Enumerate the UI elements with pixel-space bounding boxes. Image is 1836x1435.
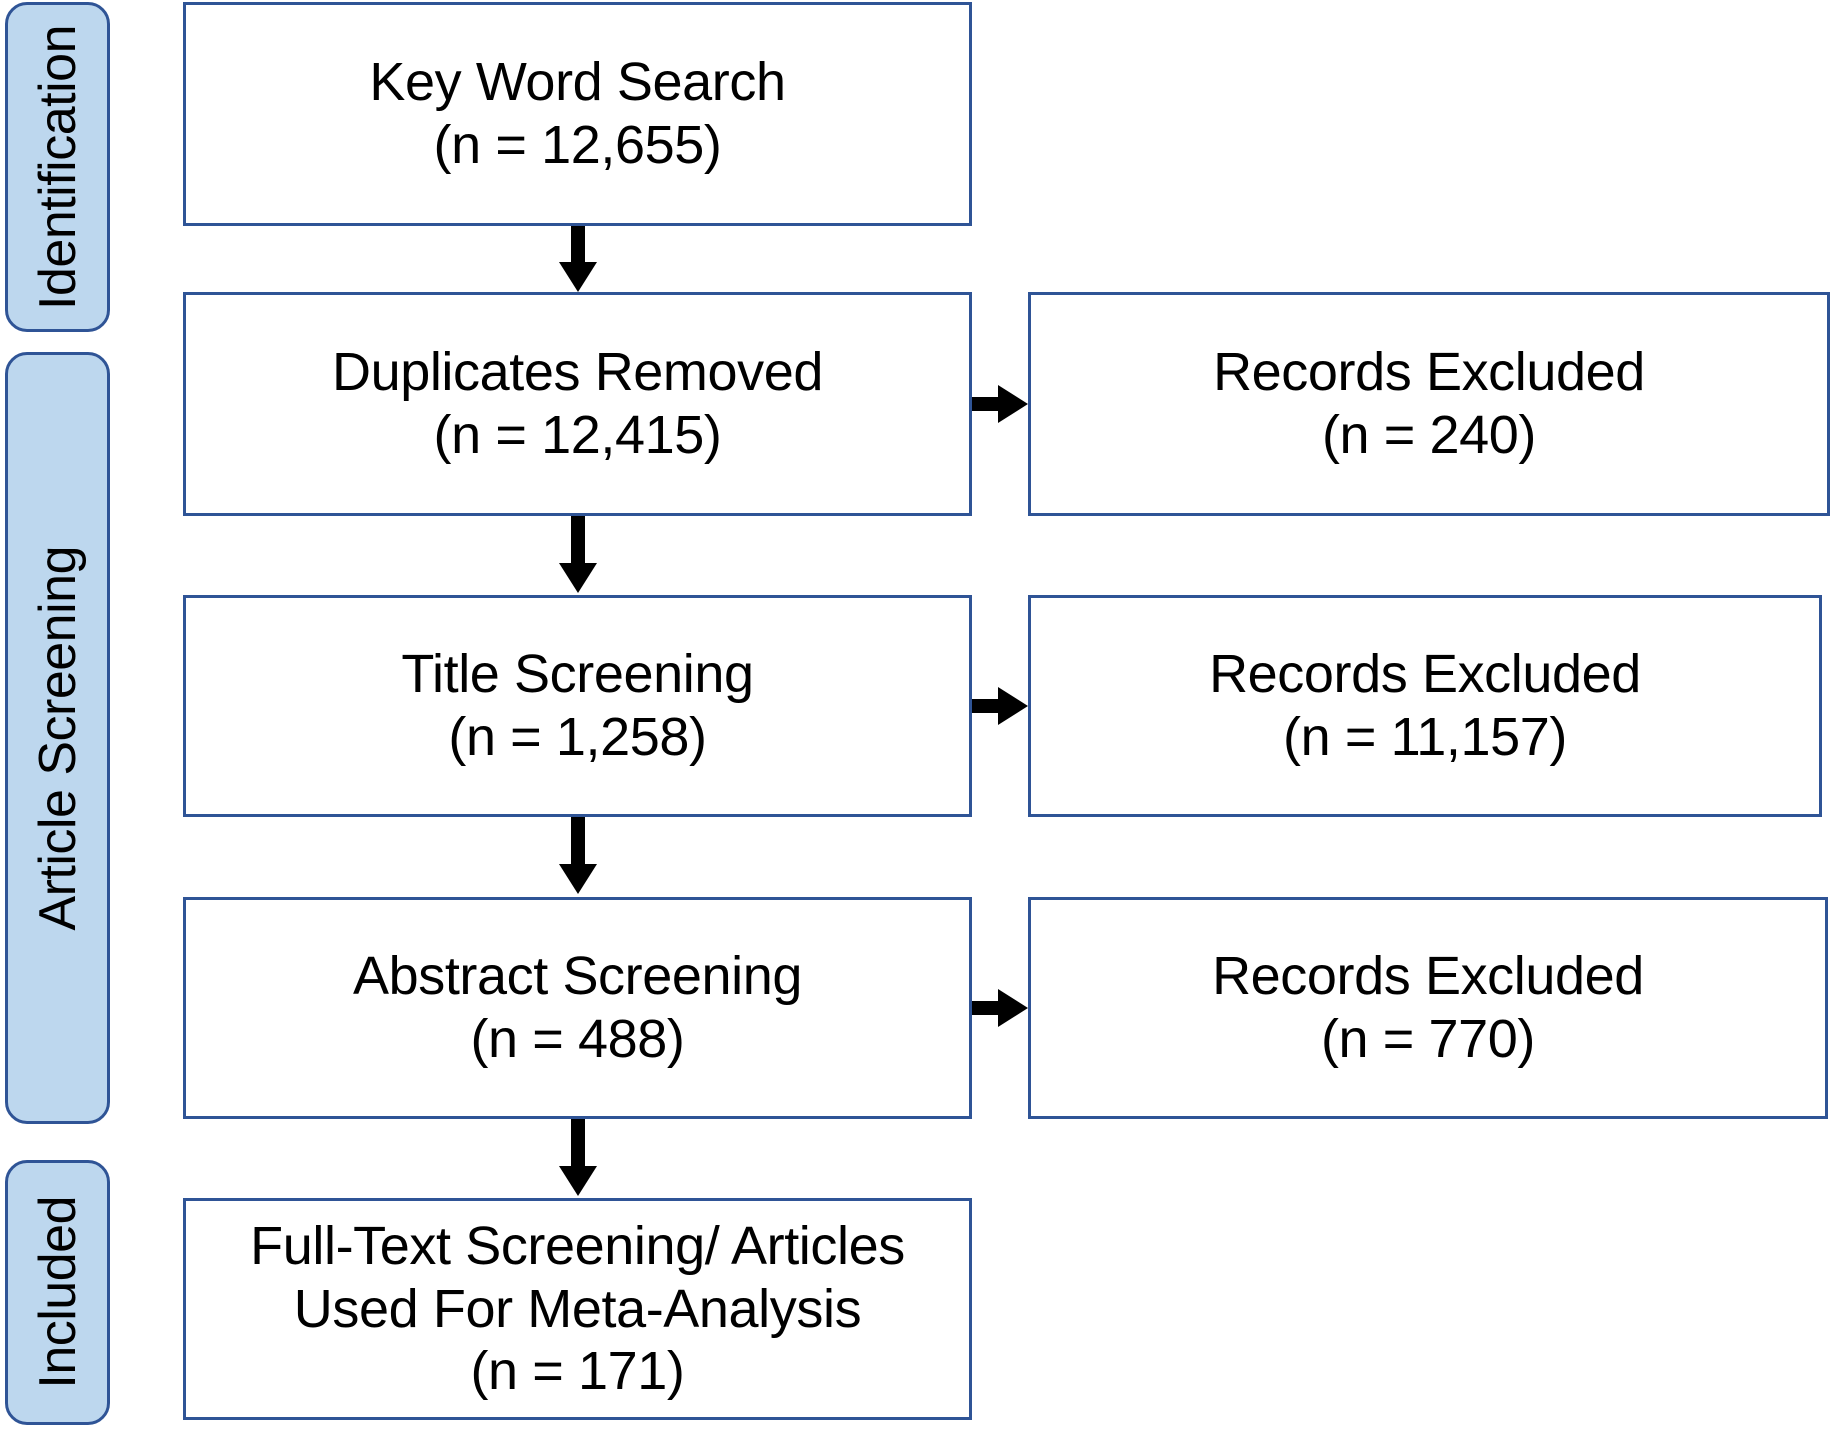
flow-box-line: Records Excluded [1213, 342, 1645, 403]
flow-box-line: Key Word Search [369, 52, 786, 113]
flow-box-abstract-screening: Abstract Screening (n = 488) [183, 897, 972, 1119]
flow-box-line: Title Screening [401, 644, 754, 705]
flow-box-line: (n = 12,655) [433, 115, 722, 175]
stage-label-article-screening: Article Screening [28, 545, 87, 931]
flow-box-full-text-screening: Full-Text Screening/ Articles Used For M… [183, 1198, 972, 1420]
stage-pill-article-screening: Article Screening [5, 352, 110, 1124]
flow-box-line: Abstract Screening [352, 946, 803, 1007]
flow-box-title-screening: Title Screening (n = 1,258) [183, 595, 972, 817]
stage-label-included: Included [28, 1196, 87, 1389]
stage-pill-included: Included [5, 1160, 110, 1425]
flow-box-line: (n = 1,258) [448, 707, 707, 767]
flow-box-line: (n = 240) [1321, 405, 1537, 465]
flow-box-line: (n = 171) [470, 1341, 685, 1402]
flow-box-excluded-abstract: Records Excluded (n = 770) [1028, 897, 1828, 1119]
flow-box-line: Duplicates Removed [331, 342, 824, 403]
flow-box-line: (n = 770) [1320, 1009, 1536, 1069]
flow-box-line: (n = 12,415) [433, 405, 722, 465]
stage-pill-identification: Identification [5, 2, 110, 332]
flow-box-excluded-title: Records Excluded (n = 11,157) [1028, 595, 1822, 817]
flow-box-key-word-search: Key Word Search (n = 12,655) [183, 2, 972, 226]
flow-box-line: (n = 11,157) [1283, 707, 1567, 767]
flow-box-excluded-duplicates: Records Excluded (n = 240) [1028, 292, 1830, 516]
flow-box-line: Used For Meta-Analysis [293, 1278, 862, 1339]
flow-box-line: (n = 488) [470, 1009, 685, 1069]
stage-label-identification: Identification [28, 24, 87, 310]
flow-box-duplicates-removed: Duplicates Removed (n = 12,415) [183, 292, 972, 516]
flow-box-line: Records Excluded [1212, 946, 1644, 1007]
flow-box-line: Full-Text Screening/ Articles [250, 1216, 905, 1277]
flow-box-line: Records Excluded [1209, 644, 1641, 705]
